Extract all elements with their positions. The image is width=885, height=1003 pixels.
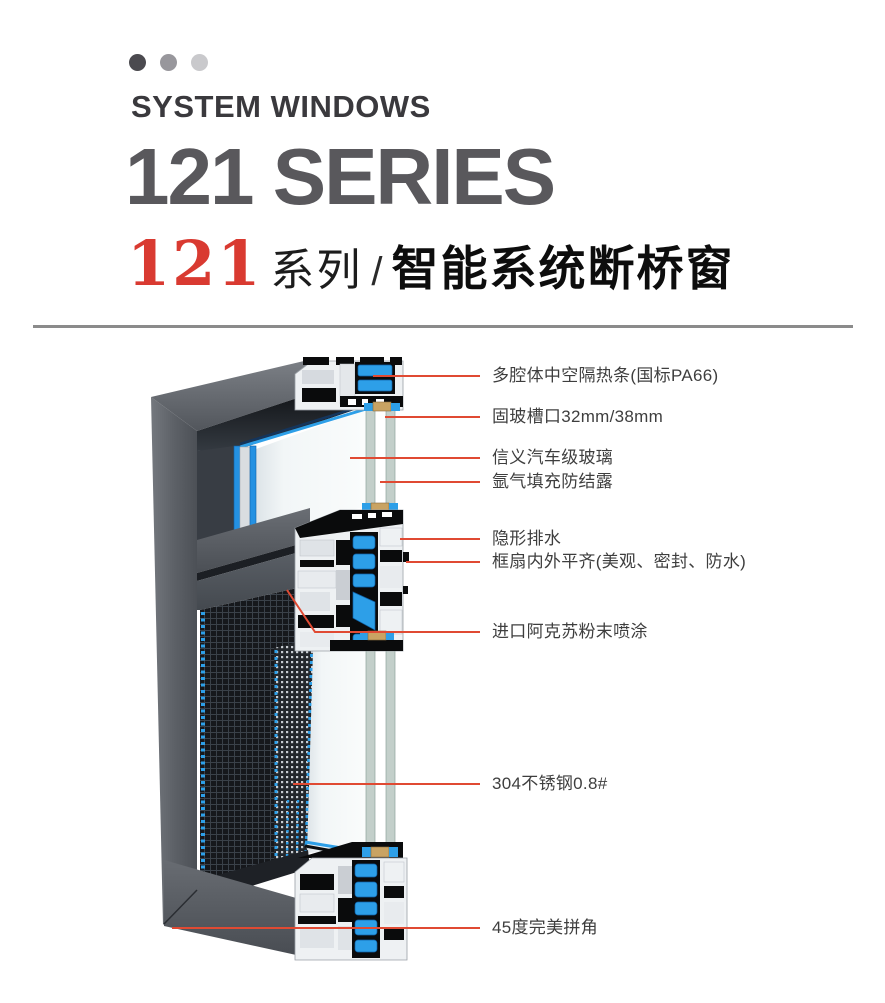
miter-joint-seam <box>163 889 198 925</box>
middle-profile-cutaway <box>294 502 409 652</box>
title-separator: / <box>371 250 383 294</box>
window-frame-illustration <box>151 357 409 961</box>
callout-label-powder-coating: 进口阿克苏粉末喷涂 <box>492 622 648 641</box>
header-dots <box>129 54 208 71</box>
thermal-break-strip <box>352 573 376 588</box>
bottom-profile-cutaway <box>294 842 408 961</box>
callout-label-argon-fill: 氩气填充防结露 <box>492 472 614 491</box>
thermal-brace <box>352 591 376 631</box>
thermal-break-strip <box>357 379 393 392</box>
thermal-break-strip <box>357 364 393 377</box>
callout-label-auto-glass: 信义汽车级玻璃 <box>492 448 614 467</box>
thermal-break-strip <box>352 535 376 550</box>
thermal-break-strip <box>352 553 376 570</box>
series-title-english: 121 SERIES <box>125 132 556 221</box>
callout-label-thermal-strip: 多腔体中空隔热条(国标PA66) <box>492 366 719 385</box>
transom-groove <box>197 541 310 581</box>
product-name: 智能系统断桥窗 <box>391 242 735 295</box>
glass-head-gasket-blue <box>239 407 367 449</box>
series-title-chinese: 121 系列 / 智能系统断桥窗 <box>127 233 735 295</box>
series-label: 系列 <box>270 246 363 295</box>
warm-edge-spacer <box>372 401 392 412</box>
top-profile-cutaway <box>294 357 404 412</box>
dot-light <box>191 54 208 71</box>
callout-label-stainless-mesh: 304不锈钢0.8# <box>492 774 608 793</box>
upper-glass-face <box>256 409 366 537</box>
dot-medium <box>160 54 177 71</box>
sash-frame-face <box>197 549 315 610</box>
frame-left-stile <box>151 397 197 925</box>
divider-line <box>33 325 853 328</box>
mesh-screen <box>200 584 315 880</box>
callout-label-flush-frame: 框扇内外平齐(美观、密封、防水) <box>492 552 747 571</box>
frame-sill <box>164 860 310 958</box>
thermal-break-strip <box>354 863 378 878</box>
glass-unit-edge <box>233 445 257 538</box>
thermal-break-strip <box>354 881 378 898</box>
callout-label-hidden-drainage: 隐形排水 <box>492 529 562 548</box>
callout-label-corner-joint: 45度完美拼角 <box>492 918 599 937</box>
leader-lines <box>172 375 480 929</box>
thermal-break-strip <box>354 901 378 916</box>
series-number: 121 <box>127 227 263 300</box>
english-subtitle: SYSTEM WINDOWS <box>131 89 431 124</box>
warm-edge-spacer <box>370 846 390 858</box>
thermal-break-strip <box>354 939 378 953</box>
stainless-mesh-band <box>274 638 314 864</box>
leader-powder-coating <box>286 589 480 633</box>
transom-face <box>197 508 310 573</box>
glass-head-seal-dark <box>239 403 367 446</box>
dot-dark <box>129 54 146 71</box>
callout-label-glazing-slot: 固玻槽口32mm/38mm <box>492 407 664 426</box>
frame-head <box>151 361 340 431</box>
